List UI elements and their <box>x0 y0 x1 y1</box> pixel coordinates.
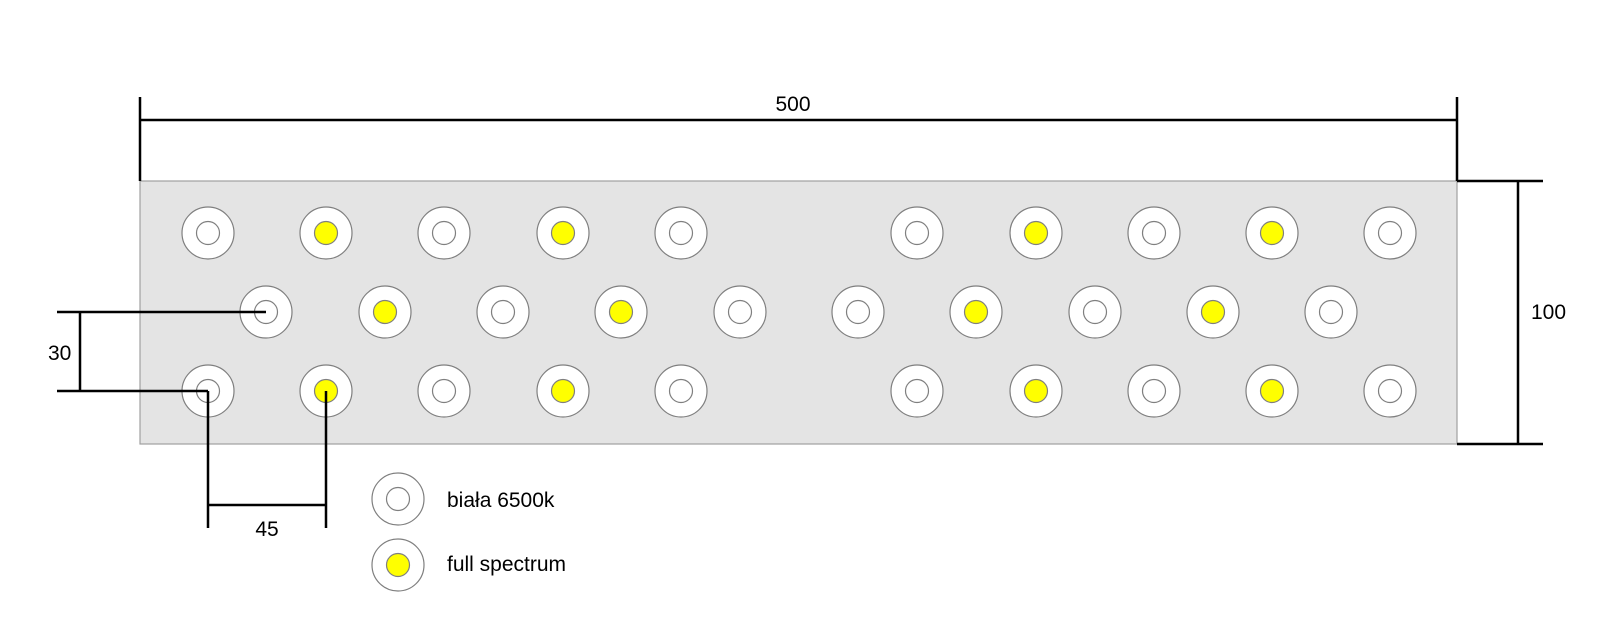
legend: biała 6500k full spectrum <box>371 472 566 592</box>
row-spacing-label: 30 <box>48 342 71 365</box>
full-spectrum-led <box>1009 206 1063 260</box>
led-core <box>550 378 576 404</box>
led-core <box>904 220 930 246</box>
full-spectrum-led <box>949 285 1003 339</box>
led-spacing-label: 45 <box>255 518 278 541</box>
white-led <box>417 206 471 260</box>
led-core <box>963 299 989 325</box>
white-led <box>831 285 885 339</box>
white-led <box>181 206 235 260</box>
white-led <box>1363 206 1417 260</box>
led-core <box>1141 220 1167 246</box>
led-core <box>490 299 516 325</box>
led-core <box>1318 299 1344 325</box>
full-spectrum-led <box>1186 285 1240 339</box>
white-led <box>1127 364 1181 418</box>
led-core <box>385 486 411 512</box>
white-led <box>1304 285 1358 339</box>
white-led <box>654 364 708 418</box>
led-core <box>372 299 398 325</box>
full-spectrum-led <box>1245 206 1299 260</box>
led-core <box>1377 378 1403 404</box>
led-core <box>1259 220 1285 246</box>
height-dimension-label: 100 <box>1531 301 1566 324</box>
legend-full-spectrum-led-icon <box>371 538 425 592</box>
led-array <box>181 206 1417 418</box>
legend-led <box>371 472 425 526</box>
full-spectrum-led <box>536 364 590 418</box>
white-led <box>654 206 708 260</box>
legend-white-led-label: biała 6500k <box>447 489 555 512</box>
white-led <box>890 206 944 260</box>
led-core <box>845 299 871 325</box>
led-core <box>727 299 753 325</box>
led-core <box>668 220 694 246</box>
white-led <box>890 364 944 418</box>
led-core <box>608 299 634 325</box>
led-core <box>904 378 930 404</box>
full-spectrum-led <box>1009 364 1063 418</box>
led-core <box>1023 378 1049 404</box>
length-dimension-label: 500 <box>775 93 810 116</box>
height-dimension: 100 <box>1457 179 1566 446</box>
full-spectrum-led <box>299 206 353 260</box>
led-core <box>1377 220 1403 246</box>
full-spectrum-led <box>1245 364 1299 418</box>
led-core <box>195 220 221 246</box>
led-core <box>668 378 694 404</box>
legend-led <box>371 538 425 592</box>
white-led <box>713 285 767 339</box>
white-led <box>476 285 530 339</box>
white-led <box>417 364 471 418</box>
full-spectrum-led <box>536 206 590 260</box>
white-led <box>1068 285 1122 339</box>
white-led <box>1127 206 1181 260</box>
length-dimension: 500 <box>138 93 1459 181</box>
legend-full-spectrum-led-label: full spectrum <box>447 553 566 576</box>
led-core <box>385 552 411 578</box>
led-core <box>550 220 576 246</box>
led-core <box>1200 299 1226 325</box>
white-led <box>1363 364 1417 418</box>
led-spacing-dimension: 45 <box>206 391 328 541</box>
led-core <box>1023 220 1049 246</box>
led-core <box>431 220 457 246</box>
led-core <box>431 378 457 404</box>
legend-white-led-icon <box>371 472 425 526</box>
led-core <box>313 220 339 246</box>
led-core <box>1141 378 1167 404</box>
full-spectrum-led <box>358 285 412 339</box>
led-core <box>1082 299 1108 325</box>
led-core <box>1259 378 1285 404</box>
row-spacing-dimension: 30 <box>48 310 266 393</box>
full-spectrum-led <box>594 285 648 339</box>
